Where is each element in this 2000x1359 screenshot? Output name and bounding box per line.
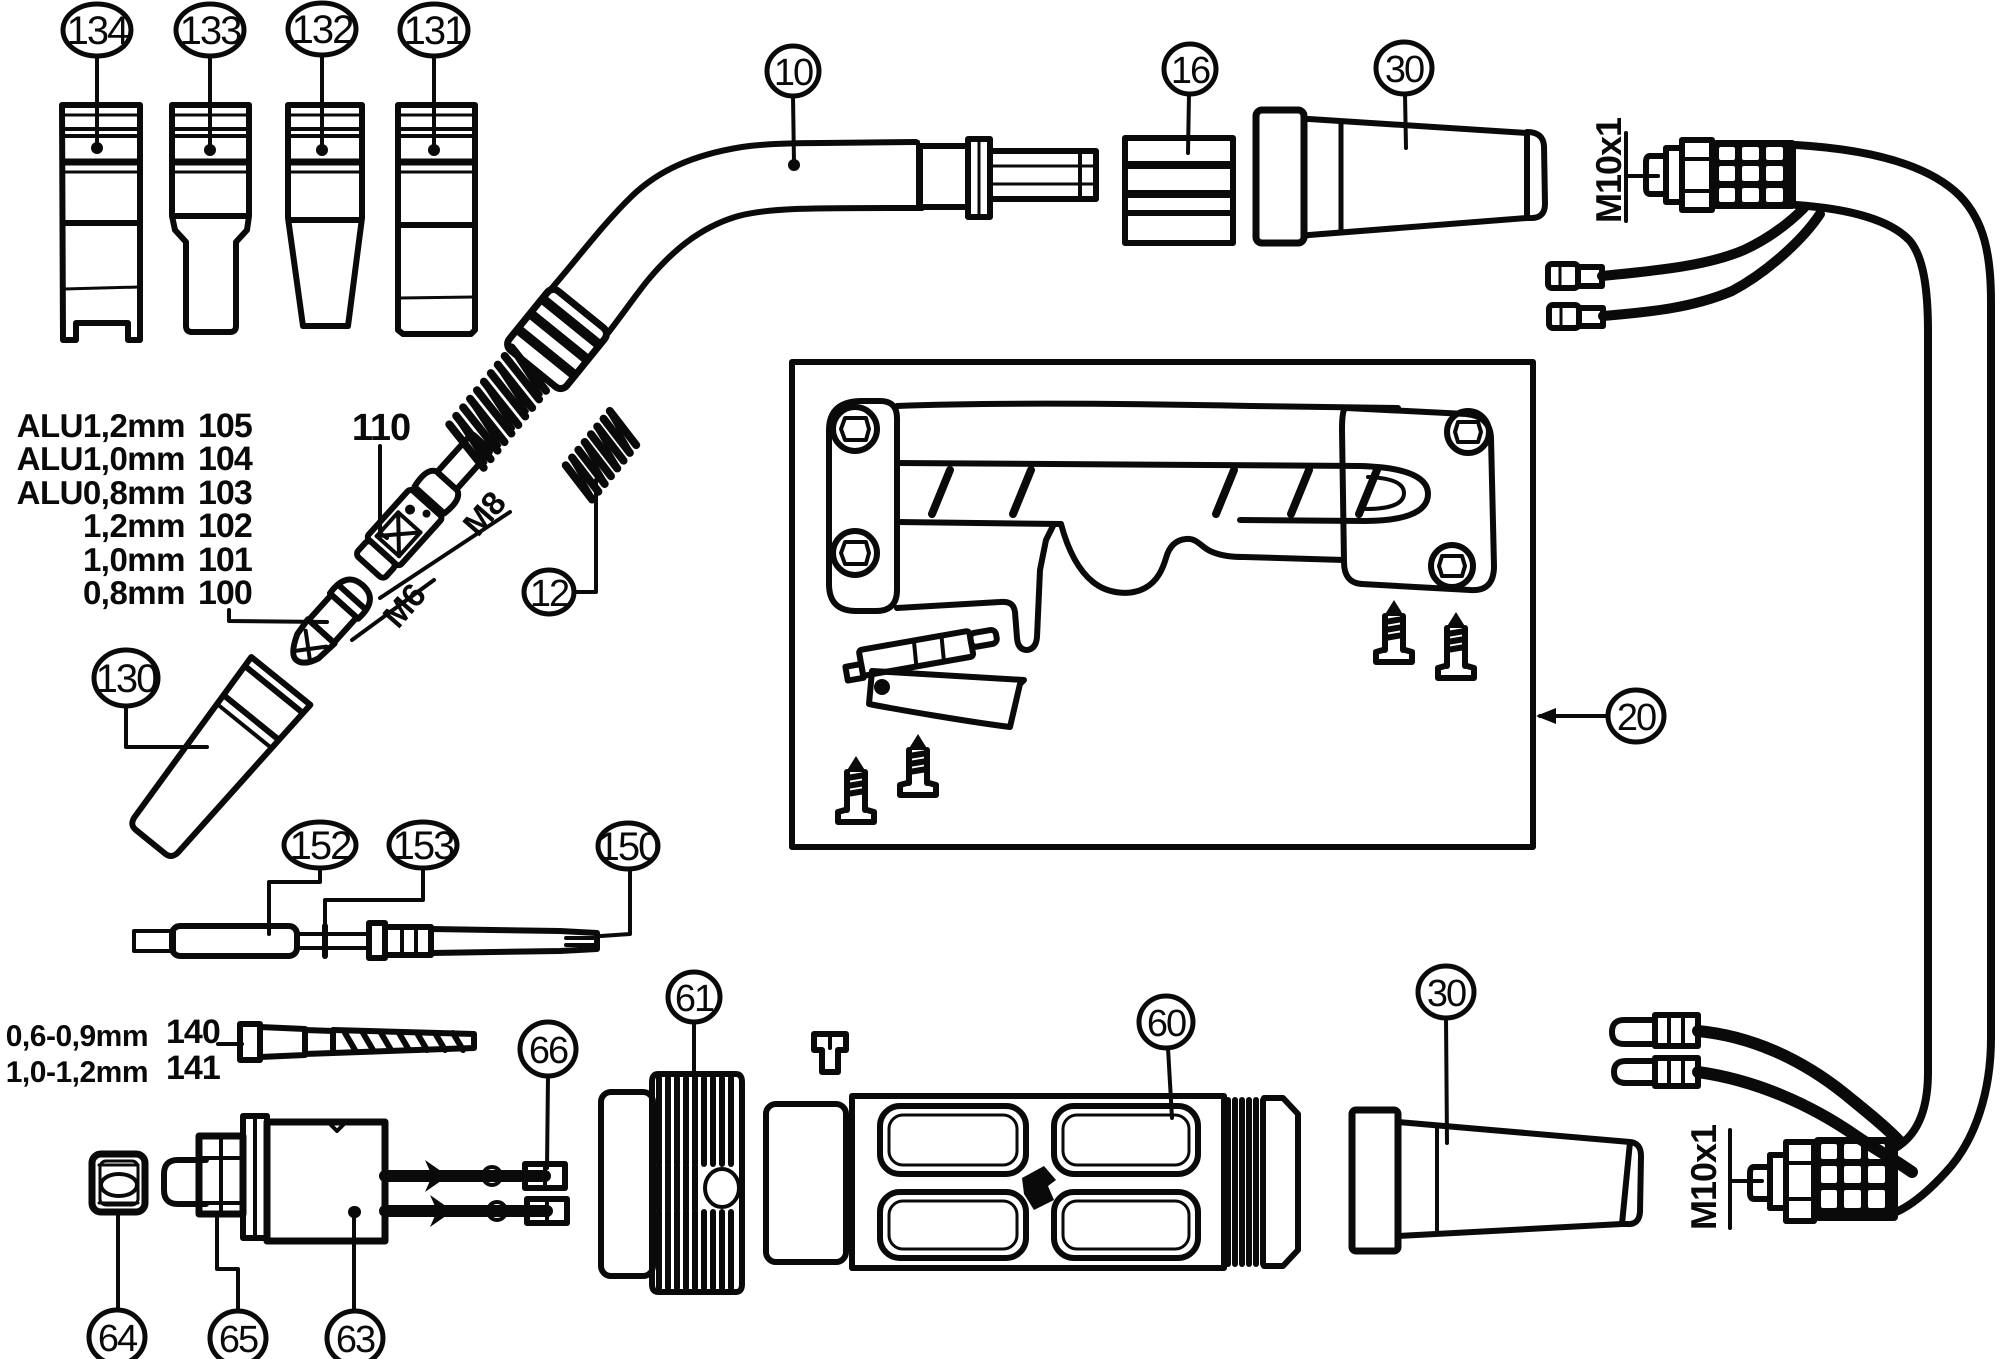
svg-text:ALU0,8mm: ALU0,8mm	[17, 474, 185, 511]
svg-text:16: 16	[1171, 50, 1210, 92]
svg-text:133: 133	[180, 9, 241, 53]
svg-text:100: 100	[198, 574, 252, 612]
svg-text:0,6-0,9mm: 0,6-0,9mm	[6, 1020, 148, 1053]
svg-text:61: 61	[675, 978, 714, 1020]
svg-text:150: 150	[598, 825, 659, 869]
svg-text:20: 20	[1617, 697, 1656, 739]
svg-text:M10x1: M10x1	[1588, 117, 1629, 223]
svg-text:141: 141	[166, 1049, 220, 1087]
svg-text:105: 105	[198, 407, 252, 445]
svg-text:153: 153	[393, 824, 454, 868]
svg-text:60: 60	[1147, 1003, 1186, 1045]
svg-text:131: 131	[404, 9, 465, 53]
svg-text:134: 134	[67, 9, 129, 53]
svg-text:ALU1,2mm: ALU1,2mm	[17, 407, 185, 444]
svg-text:1,2mm: 1,2mm	[83, 507, 185, 544]
svg-text:110: 110	[352, 407, 410, 449]
svg-text:12: 12	[530, 573, 569, 615]
svg-text:30: 30	[1385, 49, 1424, 91]
svg-text:152: 152	[290, 824, 351, 868]
svg-text:102: 102	[198, 507, 252, 545]
svg-text:101: 101	[198, 541, 252, 579]
svg-text:140: 140	[166, 1013, 220, 1051]
svg-text:1,0mm: 1,0mm	[83, 541, 185, 578]
svg-text:0,8mm: 0,8mm	[83, 574, 185, 611]
svg-text:130: 130	[96, 657, 157, 701]
svg-text:10: 10	[774, 52, 813, 94]
svg-text:63: 63	[336, 1319, 375, 1359]
svg-text:1,0-1,2mm: 1,0-1,2mm	[6, 1056, 148, 1089]
svg-text:30: 30	[1427, 973, 1466, 1015]
svg-text:65: 65	[219, 1319, 258, 1359]
svg-text:66: 66	[529, 1030, 568, 1072]
svg-text:104: 104	[198, 440, 253, 478]
svg-text:ALU1,0mm: ALU1,0mm	[17, 440, 185, 477]
svg-text:132: 132	[292, 8, 353, 52]
svg-text:103: 103	[198, 474, 252, 512]
svg-text:64: 64	[98, 1318, 138, 1359]
svg-text:M10x1: M10x1	[1683, 1124, 1724, 1230]
